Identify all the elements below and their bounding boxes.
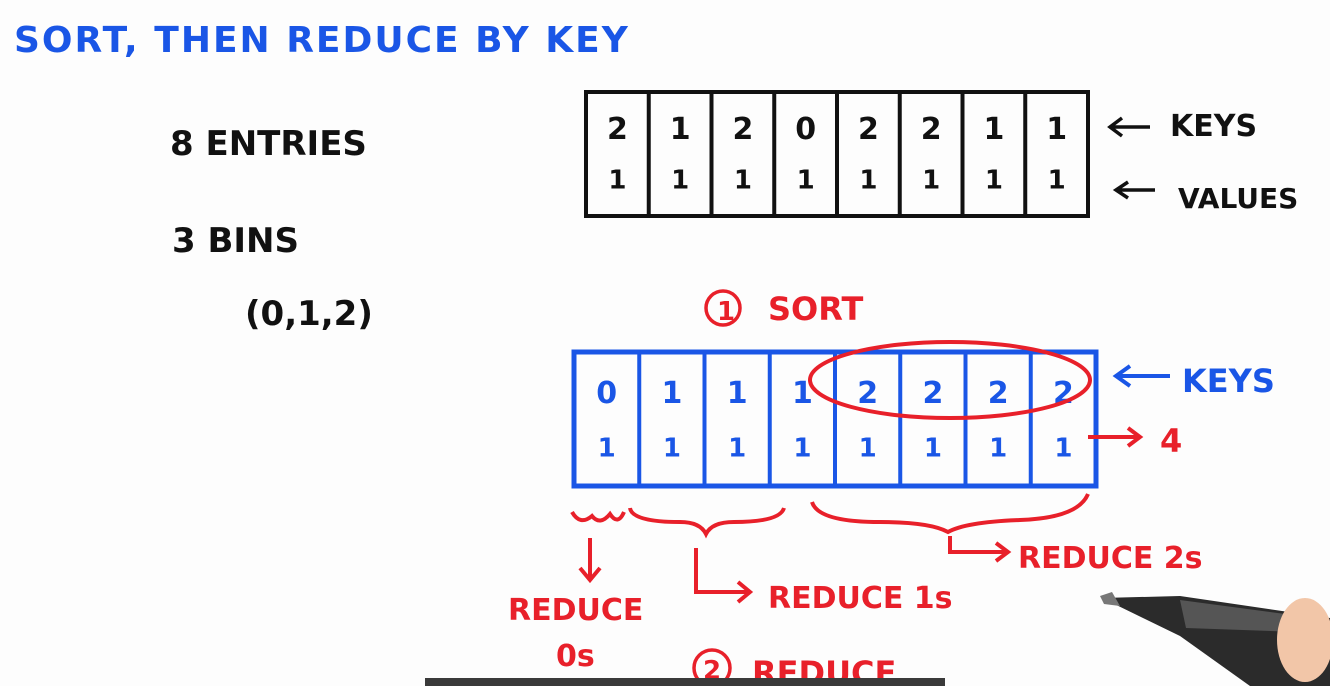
sorted-value: 1 — [989, 434, 1007, 464]
keys-arrow-icon — [1107, 116, 1150, 138]
sum-result: 4 — [1160, 422, 1182, 460]
sorted-key: 2 — [988, 376, 1009, 411]
reduce-1s-label: REDUCE 1s — [768, 581, 953, 616]
hand-image — [1277, 598, 1330, 682]
unsorted-key: 2 — [921, 112, 942, 147]
unsorted-value: 1 — [734, 166, 752, 196]
brace-2s — [810, 493, 1090, 535]
sum-arrow-icon — [1088, 426, 1144, 448]
sorted-keys-label: KEYS — [1182, 362, 1275, 400]
unsorted-value: 1 — [1048, 166, 1066, 196]
bins-values: (0,1,2) — [245, 294, 373, 334]
pen-image — [1100, 592, 1330, 686]
sorted-value: 1 — [924, 434, 942, 464]
reduce-0s-label-line2: 0s — [556, 639, 595, 674]
sorted-key: 1 — [792, 376, 813, 411]
reduce-1s-arrow-icon — [694, 548, 754, 604]
unsorted-value: 1 — [859, 166, 877, 196]
sorted-value: 1 — [663, 434, 681, 464]
sorted-value: 1 — [859, 434, 877, 464]
reduce-2s-label: REDUCE 2s — [1018, 541, 1203, 576]
unsorted-key: 1 — [1046, 112, 1067, 147]
brace-0s — [570, 510, 626, 523]
step1-number: 1 — [717, 297, 735, 327]
step2-circle — [692, 648, 732, 686]
unsorted-key: 1 — [983, 112, 1004, 147]
sorted-value: 1 — [1054, 434, 1072, 464]
values-label: VALUES — [1178, 182, 1298, 215]
reduce-0s-arrow-icon — [578, 538, 602, 584]
unsorted-key: 2 — [607, 112, 628, 147]
reduce-2s-arrow-icon — [948, 536, 1012, 563]
unsorted-key: 1 — [670, 112, 691, 147]
unsorted-value: 1 — [608, 166, 626, 196]
unsorted-array: 2 1 1 1 2 1 0 1 2 1 2 1 1 1 1 1 — [584, 90, 1090, 218]
unsorted-value: 1 — [797, 166, 815, 196]
unsorted-key: 2 — [858, 112, 879, 147]
sorted-key: 2 — [857, 376, 878, 411]
unsorted-value: 1 — [671, 166, 689, 196]
sorted-key: 1 — [727, 376, 748, 411]
unsorted-key: 2 — [732, 112, 753, 147]
entries-label: 8 ENTRIES — [170, 124, 367, 164]
reduce-0s-label-line1: REDUCE — [508, 593, 643, 628]
page-title: SORT, THEN REDUCE BY KEY — [14, 20, 630, 61]
values-arrow-icon — [1112, 180, 1155, 200]
unsorted-key: 0 — [795, 112, 816, 147]
step1-circle — [704, 289, 742, 327]
subtitle-bar — [425, 678, 945, 686]
unsorted-value: 1 — [922, 166, 940, 196]
sorted-key: 2 — [922, 376, 943, 411]
keys-label: KEYS — [1170, 109, 1257, 144]
sorted-keys-arrow-icon — [1112, 364, 1170, 388]
twos-highlight-ellipse — [808, 340, 1092, 420]
brace-1s — [628, 507, 786, 539]
unsorted-value: 1 — [985, 166, 1003, 196]
bins-label: 3 BINS — [172, 221, 299, 261]
sorted-key: 0 — [596, 376, 617, 411]
sorted-value: 1 — [728, 434, 746, 464]
sorted-value: 1 — [793, 434, 811, 464]
step1-label: SORT — [768, 290, 863, 328]
sorted-key: 1 — [661, 376, 682, 411]
sorted-value: 1 — [598, 434, 616, 464]
